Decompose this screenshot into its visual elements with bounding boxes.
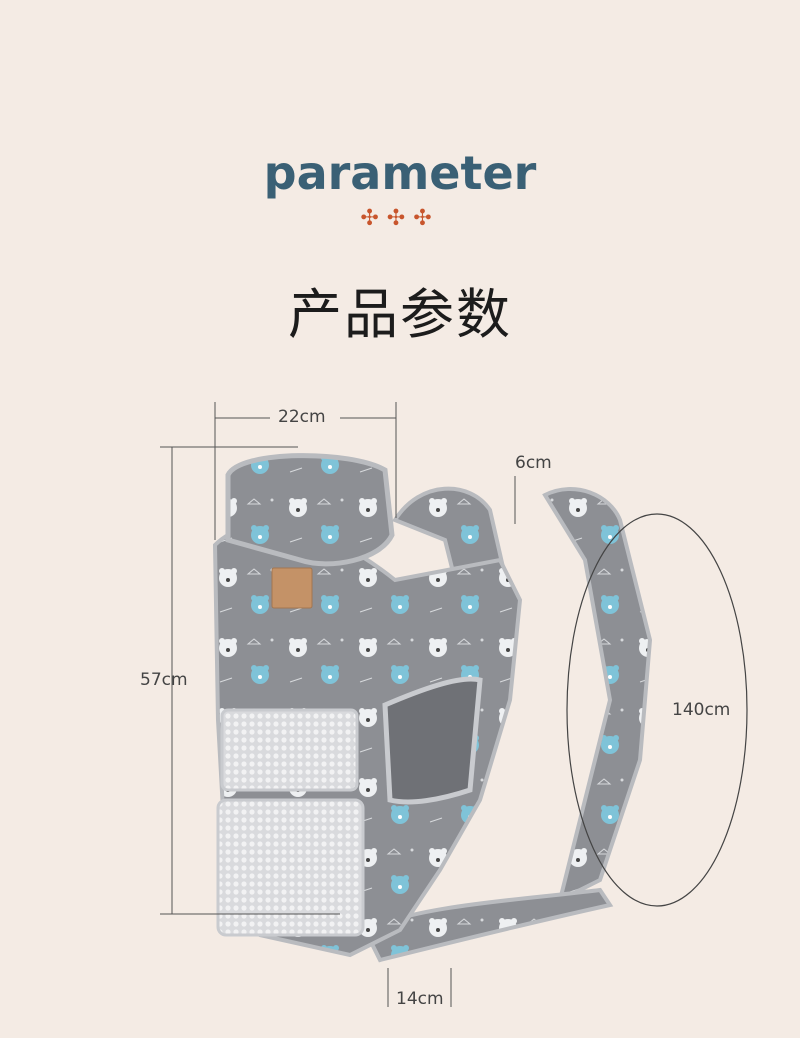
dimension-lines — [160, 402, 748, 1007]
leg-opening — [382, 676, 483, 805]
strap-width-label: 6cm — [515, 453, 552, 473]
title-english: parameter — [263, 146, 537, 200]
headrest — [225, 453, 395, 567]
width-label: 22cm — [278, 407, 326, 427]
height-label: 57cm — [140, 670, 188, 690]
waist-belt — [362, 887, 614, 963]
shoulder-strap-right — [542, 487, 653, 904]
strap-length-label: 140cm — [672, 700, 731, 720]
title-chinese: 产品参数 — [288, 283, 512, 346]
leather-label — [271, 567, 313, 609]
mesh-pocket-top — [220, 708, 359, 792]
depth-label: 14cm — [396, 989, 444, 1009]
sparkle-decoration: ✣✣✣ — [360, 206, 440, 231]
mesh-pocket-bottom — [216, 798, 365, 937]
